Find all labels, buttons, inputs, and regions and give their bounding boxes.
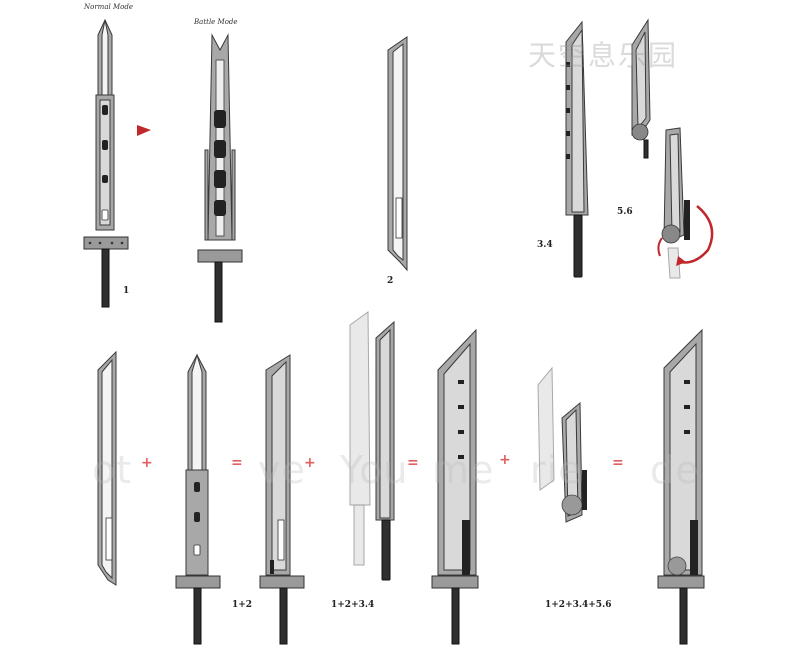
equals-operator: = — [612, 455, 624, 471]
equals-operator: = — [407, 455, 419, 471]
row2-sword-1 — [175, 353, 221, 645]
piece-3-4 — [565, 20, 589, 278]
label-step-2: 2 — [387, 276, 394, 286]
label-battle-mode: Battle Mode — [194, 18, 238, 26]
row2-piece-5-6 — [537, 366, 587, 523]
row2-combo-1-2 — [259, 354, 305, 645]
row2-final-sword — [657, 328, 705, 645]
watermark-fragment: ve — [258, 448, 306, 492]
row2-combo-1-2-3-4 — [431, 328, 479, 645]
label-combo-1-2-3-4-5-6: 1+2+3.4+5.6 — [545, 600, 612, 610]
label-step-5-6: 5.6 — [617, 207, 633, 217]
watermark-fragment: me — [432, 448, 495, 492]
equals-operator: = — [231, 455, 243, 471]
plus-operator: + — [141, 455, 153, 471]
label-combo-1-2-3-4: 1+2+3.4 — [331, 600, 375, 610]
arrow-right-icon — [137, 125, 151, 136]
watermark-fragment: rie — [530, 448, 583, 492]
sword-battle-mode — [197, 33, 243, 323]
label-combo-1-2: 1+2 — [232, 600, 253, 610]
label-normal-mode: Normal Mode — [84, 3, 133, 11]
label-step-3-4: 3.4 — [537, 240, 553, 250]
sword-normal-mode — [83, 18, 129, 308]
plus-operator: + — [304, 455, 316, 471]
row2-piece-3-4 — [349, 311, 395, 581]
plus-operator: + — [499, 452, 511, 468]
label-step-1: 1 — [123, 286, 130, 296]
piece-5-6 — [631, 18, 690, 279]
watermark-site: 天空息乐园 — [528, 39, 679, 72]
watermark-fragment: ot — [92, 448, 133, 492]
rotate-arrow-icon — [679, 205, 714, 264]
watermark-fragment: de — [650, 448, 700, 492]
row2-piece-2 — [97, 350, 117, 586]
watermark-fragment: You — [340, 448, 409, 492]
piece-2 — [387, 36, 408, 272]
